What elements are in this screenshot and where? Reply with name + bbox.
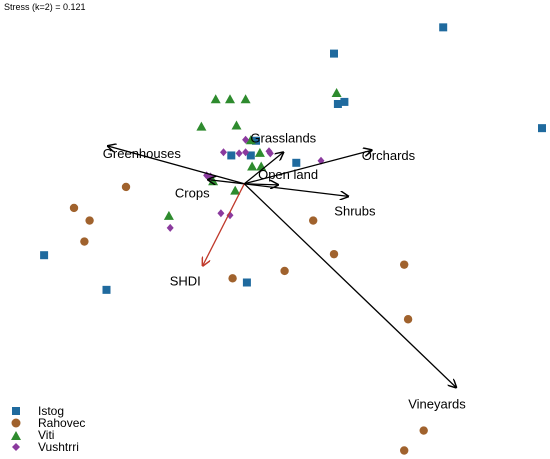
legend-item-istog: Istog	[12, 404, 64, 418]
point-rahovec-1	[121, 182, 131, 192]
point-viti-1	[210, 94, 221, 104]
point-istog-2	[330, 49, 338, 58]
legend-marker-diamond	[12, 443, 20, 451]
vector-label-grasslands: Grasslands	[250, 130, 316, 145]
vector-arrow-shdi	[203, 183, 245, 266]
point-rahovec-2	[69, 203, 79, 213]
point-viti-6	[231, 120, 242, 130]
point-istog-9	[292, 158, 301, 167]
point-istog-1	[439, 23, 448, 32]
point-viti-7	[245, 135, 256, 145]
series-istog	[40, 23, 546, 294]
point-viti-10	[247, 161, 258, 171]
point-rahovec-4	[80, 237, 89, 246]
vector-label-shrubs: Shrubs	[334, 203, 376, 218]
vector-label-vineyards: Vineyards	[408, 397, 466, 412]
vector-label-shdi: SHDI	[170, 274, 201, 289]
point-istog-6	[252, 136, 260, 145]
vector-arrow-shrubs	[244, 183, 348, 197]
point-rahovec-7	[400, 260, 409, 269]
point-vushtrri-4	[242, 135, 250, 144]
point-istog-10	[40, 251, 49, 260]
points-layer	[40, 23, 546, 455]
legend: Istog Rahovec Viti Vushtrri	[11, 404, 85, 454]
point-viti-13	[163, 210, 174, 220]
series-rahovec	[69, 182, 428, 455]
legend-label-vushtrri: Vushtrri	[38, 440, 79, 454]
point-rahovec-3	[85, 216, 94, 225]
legend-marker-triangle	[11, 431, 21, 440]
vector-arrow-vineyards	[243, 183, 456, 388]
point-istog-3	[333, 100, 342, 108]
point-vushtrri-2	[242, 148, 250, 157]
point-istog-7	[227, 151, 236, 160]
point-vushtrri-8	[217, 209, 225, 218]
vector-arrow-crops	[208, 180, 245, 184]
vector-arrow-orchards	[244, 150, 371, 185]
point-viti-12	[230, 185, 241, 195]
point-vushtrri-9	[226, 211, 234, 220]
point-rahovec-6	[329, 249, 339, 259]
vector-arrow-greenhouses	[108, 146, 245, 185]
legend-item-vushtrri: Vushtrri	[12, 440, 79, 454]
legend-label-rahovec: Rahovec	[38, 416, 85, 430]
point-viti-2	[225, 94, 235, 104]
legend-marker-square	[12, 407, 20, 415]
point-vushtrri-12	[266, 149, 274, 158]
point-vushtrri-1	[235, 149, 243, 158]
point-rahovec-5	[309, 216, 318, 225]
point-istog-5	[538, 124, 546, 133]
stress-label: Stress (k=2) = 0.121	[4, 2, 86, 12]
legend-item-rahovec: Rahovec	[11, 416, 85, 430]
vector-label-orchards: Orchards	[362, 148, 416, 163]
legend-marker-circle	[11, 418, 21, 428]
point-viti-8	[254, 147, 265, 157]
point-rahovec-8	[280, 266, 289, 276]
point-istog-11	[102, 285, 111, 294]
legend-label-istog: Istog	[38, 404, 64, 418]
vector-label-crops: Crops	[175, 186, 210, 201]
point-istog-4	[340, 97, 349, 106]
vector-arrow-grasslands	[243, 152, 283, 185]
point-rahovec-10	[403, 315, 413, 324]
point-viti-3	[240, 94, 251, 104]
point-rahovec-9	[228, 274, 237, 283]
vector-label-open-land: Open land	[258, 167, 318, 182]
point-istog-12	[242, 278, 251, 287]
legend-item-viti: Viti	[11, 428, 54, 442]
point-rahovec-11	[419, 426, 428, 435]
point-viti-5	[196, 121, 207, 131]
point-istog-8	[246, 151, 255, 160]
point-vushtrri-5	[220, 148, 227, 157]
point-viti-4	[331, 88, 342, 97]
point-rahovec-12	[400, 446, 409, 455]
vector-label-greenhouses: Greenhouses	[103, 146, 182, 161]
legend-label-viti: Viti	[38, 428, 54, 442]
point-vushtrri-10	[166, 223, 174, 232]
